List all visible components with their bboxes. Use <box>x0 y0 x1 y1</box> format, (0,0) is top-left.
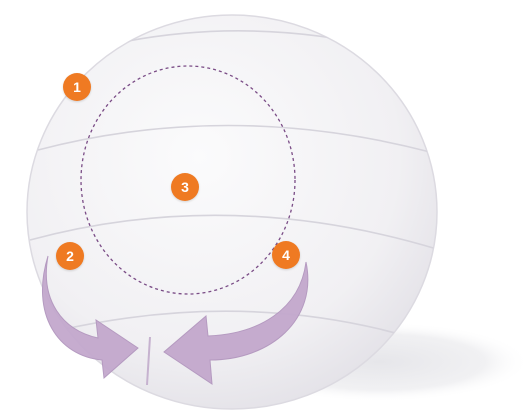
marker-1: 1 <box>63 73 91 101</box>
optical-zone-outline <box>80 65 296 295</box>
marker-2: 2 <box>56 242 84 270</box>
curved-arrow-right-icon <box>42 255 139 380</box>
marker-4: 4 <box>272 241 300 269</box>
lens-body <box>26 14 438 410</box>
marker-3: 3 <box>171 173 199 201</box>
curved-arrow-left-icon <box>163 261 309 385</box>
center-mark <box>146 336 151 386</box>
